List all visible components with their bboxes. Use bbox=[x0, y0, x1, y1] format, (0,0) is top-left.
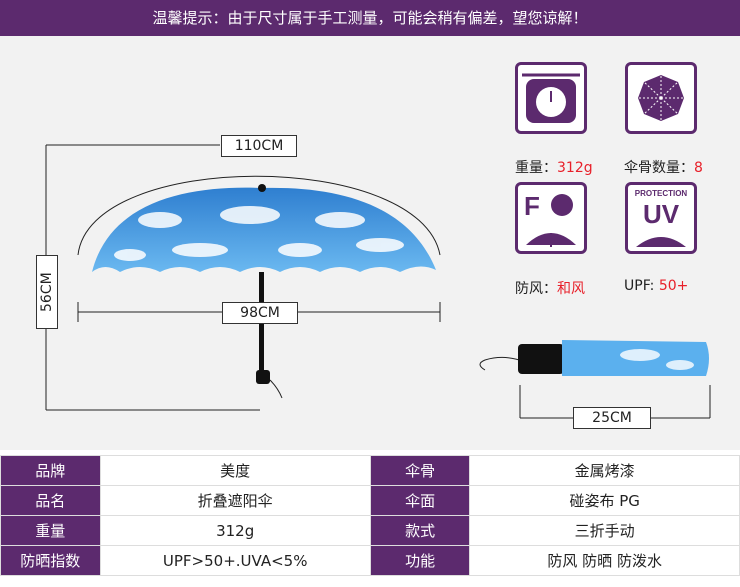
notice-banner: 温馨提示：由于尺寸属于手工测量，可能会稍有偏差，望您谅解！ bbox=[0, 0, 740, 36]
spec-key: 品名 bbox=[0, 485, 101, 516]
uv-icon-caption: PROTECTION bbox=[635, 189, 688, 198]
spec-key: 伞骨 bbox=[369, 455, 471, 486]
folded-length-label: 25CM bbox=[573, 407, 651, 429]
umbrella-handle bbox=[256, 370, 270, 384]
umbrella-diagram bbox=[45, 144, 711, 419]
height-label: 56CM bbox=[36, 255, 58, 329]
spec-value: 312g bbox=[99, 515, 371, 546]
uv-icon-letters: UV bbox=[643, 199, 680, 229]
spec-value: 三折手动 bbox=[469, 515, 740, 546]
table-row: 品牌 美度 伞骨 金属烤漆 bbox=[0, 455, 740, 486]
feature-wind-value: 和风 bbox=[557, 281, 585, 297]
canopy-arc-label: 110CM bbox=[221, 135, 297, 157]
spec-value: 防风 防晒 防泼水 bbox=[469, 545, 740, 576]
cloud-pattern bbox=[114, 206, 404, 261]
spec-key: 品牌 bbox=[0, 455, 101, 486]
umbrella-canopy bbox=[92, 187, 436, 272]
spec-key: 防晒指数 bbox=[0, 545, 101, 576]
spec-key: 款式 bbox=[369, 515, 471, 546]
uv-protection-icon: PROTECTION UV bbox=[625, 182, 697, 254]
canopy-arc-line bbox=[77, 175, 441, 256]
spec-value: 美度 bbox=[99, 455, 371, 486]
spec-value: UPF>50+.UVA<5% bbox=[99, 545, 371, 576]
feature-upf: UPF: 50+ bbox=[624, 278, 688, 294]
feature-upf-value: 50+ bbox=[658, 278, 689, 294]
feature-wind: 防风：和风 bbox=[515, 278, 585, 298]
folded-umbrella bbox=[479, 340, 709, 376]
feature-upf-label: UPF: bbox=[624, 278, 659, 294]
table-row: 重量 312g 款式 三折手动 bbox=[0, 515, 740, 546]
feature-ribs-label: 伞骨数量： bbox=[624, 160, 694, 176]
feature-ribs: 伞骨数量：8 bbox=[624, 157, 703, 177]
scale-icon bbox=[515, 62, 587, 134]
spec-table: 品牌 美度 伞骨 金属烤漆 品名 折叠遮阳伞 伞面 碰姿布 PG 重量 312g… bbox=[0, 455, 740, 576]
wind-icon: F bbox=[515, 182, 587, 254]
feature-wind-label: 防风： bbox=[515, 281, 557, 297]
svg-text:F: F bbox=[524, 191, 540, 221]
spec-value: 金属烤漆 bbox=[469, 455, 740, 486]
feature-weight-label: 重量： bbox=[515, 160, 557, 176]
feature-weight-value: 312g bbox=[557, 160, 593, 176]
spec-value: 碰姿布 PG bbox=[469, 485, 740, 516]
feature-weight: 重量：312g bbox=[515, 157, 593, 177]
umbrella-ribs-icon bbox=[625, 62, 697, 134]
table-row: 品名 折叠遮阳伞 伞面 碰姿布 PG bbox=[0, 485, 740, 516]
table-row: 防晒指数 UPF>50+.UVA<5% 功能 防风 防晒 防泼水 bbox=[0, 545, 740, 576]
spec-key: 重量 bbox=[0, 515, 101, 546]
canopy-width-label: 98CM bbox=[222, 302, 298, 324]
spec-key: 伞面 bbox=[369, 485, 471, 516]
feature-ribs-value: 8 bbox=[694, 160, 703, 176]
spec-key: 功能 bbox=[369, 545, 471, 576]
spec-value: 折叠遮阳伞 bbox=[99, 485, 371, 516]
